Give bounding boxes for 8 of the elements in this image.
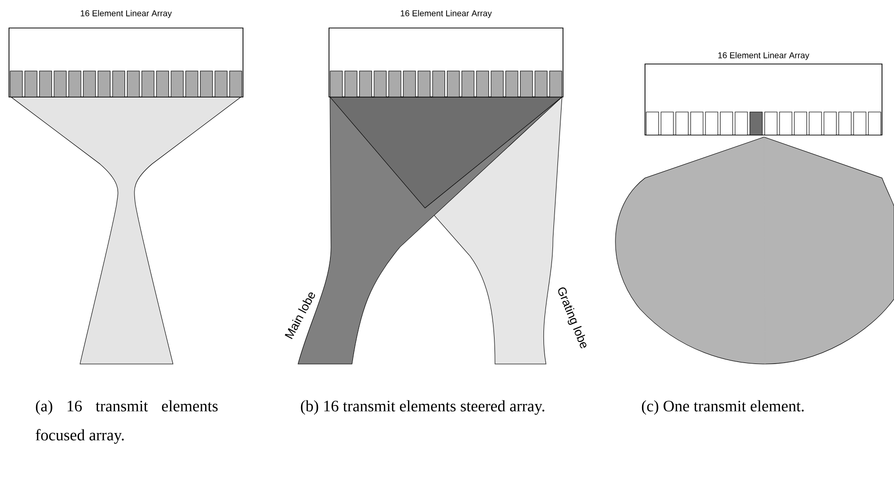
lobe-label: Main lobe [284,292,315,340]
subfigure-caption: (a) 16 transmit elements focused array. [36,400,218,444]
array-title: 16 Element Linear Array [400,10,492,18]
array-title: 16 Element Linear Array [80,10,172,18]
array-title: 16 Element Linear Array [718,52,810,60]
lobe-label: Grating lobe [558,287,586,348]
subfigure-caption: (c) One transmit element. [642,400,804,415]
subfigure-caption: (b) 16 transmit elements steered array. [300,400,544,415]
